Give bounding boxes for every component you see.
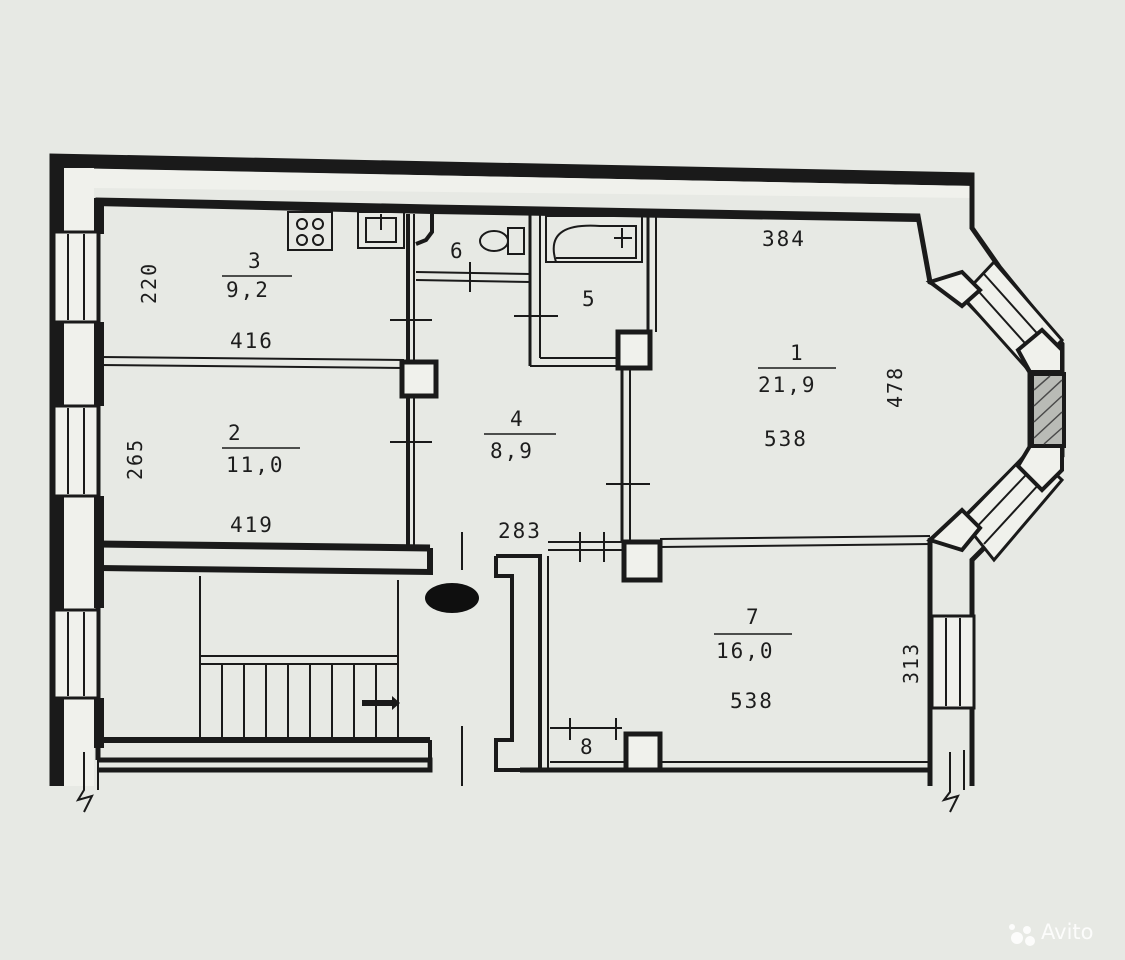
dim-room1-top: 384	[762, 227, 806, 251]
window-room2	[52, 404, 100, 498]
window-room7	[930, 614, 976, 710]
dim-room7-width: 538	[730, 689, 774, 713]
structural-columns	[399, 329, 663, 773]
room-number: 7	[746, 605, 761, 629]
dim-hall-width: 283	[498, 519, 542, 543]
wall-outlines	[49, 153, 1065, 786]
room-1: 1 21,9	[758, 341, 836, 397]
room-number: 3	[248, 249, 263, 273]
break-marks	[75, 750, 965, 813]
room-number: 2	[228, 421, 243, 445]
dimension-labels: 220 416 265 419 283 384 478 538 313 538	[123, 227, 923, 713]
room-number: 1	[790, 341, 805, 365]
sink-icon	[357, 211, 405, 249]
avito-logo-icon	[1009, 924, 1037, 946]
dim-room3-width: 416	[230, 329, 274, 353]
room-5-number: 5	[582, 287, 597, 311]
stairs	[199, 576, 399, 740]
window-stair	[52, 608, 100, 700]
room-area: 21,9	[758, 373, 817, 397]
windows	[52, 230, 1065, 710]
room-6-number: 6	[450, 239, 465, 263]
dim-room1-width: 538	[764, 427, 808, 451]
avito-logo-text: Avito	[1041, 920, 1094, 944]
door-ticks	[390, 262, 650, 786]
stove-icon	[287, 211, 333, 251]
room-area: 9,2	[226, 278, 270, 302]
room-area: 8,9	[490, 439, 534, 463]
dim-room1-side: 478	[883, 366, 907, 408]
dim-room7-side: 313	[899, 642, 923, 684]
room-3: 3 9,2	[222, 249, 292, 302]
bathtub-icon	[545, 215, 643, 263]
stair-arrow-icon	[362, 696, 400, 710]
room-number: 4	[510, 407, 525, 431]
dim-room2-height: 265	[123, 438, 147, 480]
room-area: 11,0	[226, 453, 285, 477]
room-2: 2 11,0	[222, 421, 300, 477]
bay-columns	[925, 269, 1066, 553]
room-7: 7 16,0	[714, 605, 792, 663]
dim-room3-height: 220	[137, 262, 161, 304]
avito-watermark: Avito	[1009, 920, 1109, 948]
room-area: 16,0	[716, 639, 775, 663]
redaction-blot	[425, 583, 479, 613]
fixtures	[287, 211, 643, 263]
room-4: 4 8,9	[484, 407, 556, 463]
dim-room2-width: 419	[230, 513, 274, 537]
hatch-lines	[1033, 375, 1063, 445]
room-8-number: 8	[580, 735, 595, 759]
window-room3	[52, 230, 100, 324]
toilet-icon	[479, 227, 525, 255]
window-mullions	[67, 234, 1053, 706]
